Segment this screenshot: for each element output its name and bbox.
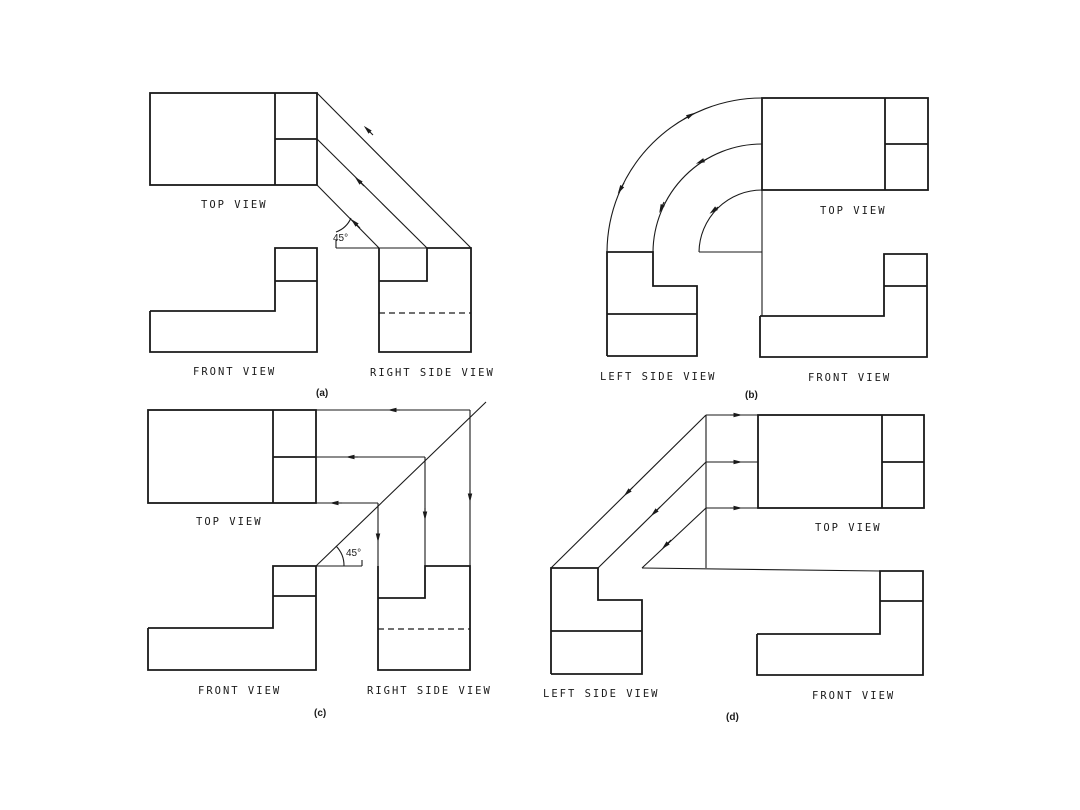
top-view-label: TOP VIEW	[815, 522, 882, 534]
top-view-label: TOP VIEW	[820, 205, 887, 217]
panel-caption: (c)	[314, 708, 326, 719]
side-view-label: RIGHT SIDE VIEW	[370, 367, 495, 379]
panel-a: 45° TOP VIEW FRONT VIEW RIGHT SIDE VIEW …	[149, 92, 495, 399]
front-view-drawing	[147, 565, 317, 671]
top-view-label: TOP VIEW	[196, 516, 263, 528]
top-view-drawing	[149, 92, 318, 186]
angle-label: 45°	[333, 233, 348, 244]
front-view-label: FRONT VIEW	[812, 690, 895, 702]
projection-lines	[316, 92, 472, 249]
front-view-drawing	[759, 253, 928, 358]
top-view-label: TOP VIEW	[201, 199, 268, 211]
panel-caption: (d)	[726, 712, 739, 723]
projection-lines	[550, 412, 881, 572]
panel-c: 45° TOP VIEW FRONT VIEW RIGHT SIDE VIEW …	[147, 401, 492, 719]
front-view-drawing	[149, 247, 318, 353]
side-view-label: LEFT SIDE VIEW	[543, 688, 660, 700]
side-view-drawing	[550, 567, 643, 675]
side-view-drawing	[378, 247, 472, 353]
projection-arcs	[606, 97, 763, 316]
panel-d: TOP VIEW FRONT VIEW LEFT SIDE VIEW (d)	[543, 412, 925, 723]
side-view-drawing	[377, 565, 471, 671]
angle-label: 45°	[346, 548, 361, 559]
panel-caption: (a)	[316, 388, 328, 399]
top-view-drawing	[761, 97, 929, 191]
front-view-label: FRONT VIEW	[808, 372, 891, 384]
projection-lines	[315, 401, 487, 567]
panel-b: TOP VIEW FRONT VIEW LEFT SIDE VIEW (b)	[600, 97, 929, 401]
top-view-drawing	[757, 414, 925, 509]
front-view-drawing	[756, 570, 924, 676]
side-view-drawing	[606, 251, 698, 357]
side-view-label: LEFT SIDE VIEW	[600, 371, 717, 383]
side-view-label: RIGHT SIDE VIEW	[367, 685, 492, 697]
front-view-label: FRONT VIEW	[193, 366, 276, 378]
front-view-label: FRONT VIEW	[198, 685, 281, 697]
top-view-drawing	[147, 409, 317, 504]
panel-caption: (b)	[745, 390, 758, 401]
